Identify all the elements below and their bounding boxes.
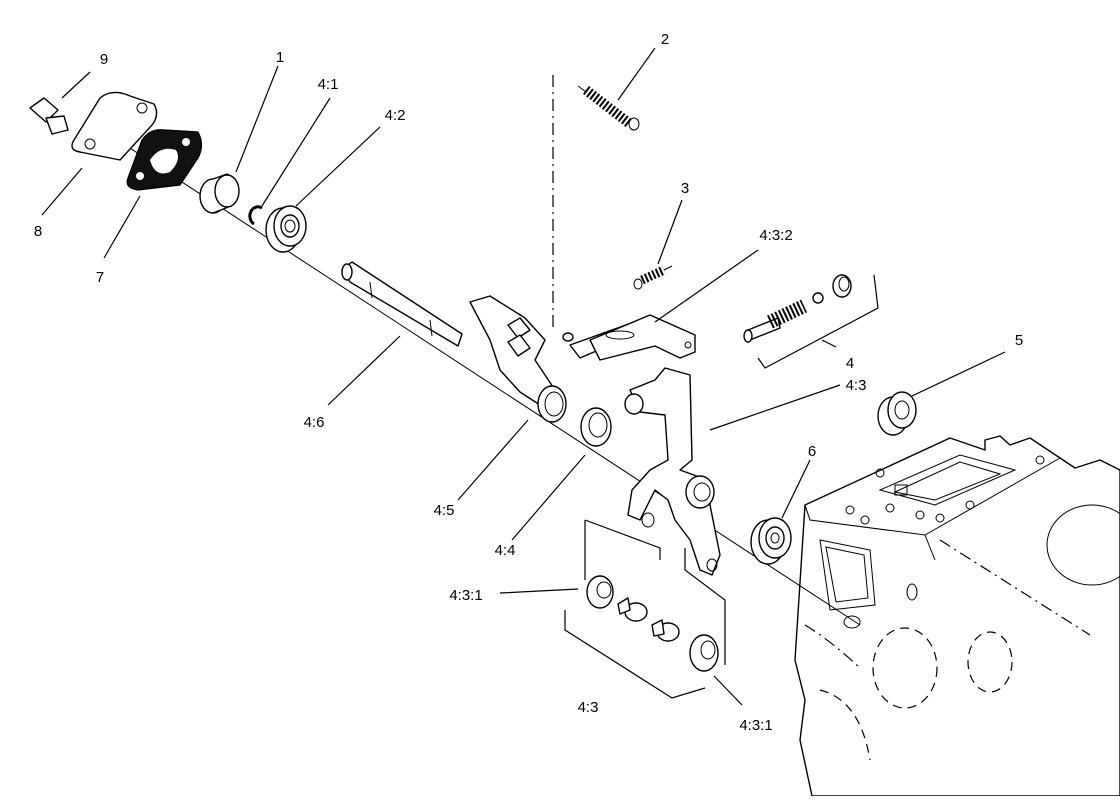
bushing [199, 173, 240, 214]
callout-4-1: 4:1 [318, 76, 339, 93]
callout-9: 9 [100, 51, 108, 68]
shaft [341, 261, 463, 347]
callout-4-3-lower: 4:3 [578, 699, 599, 716]
callout-4-6: 4:6 [304, 414, 325, 431]
callout-3: 3 [681, 180, 689, 197]
circlip [248, 205, 263, 226]
upper-lever [469, 295, 567, 423]
seal [877, 391, 917, 436]
callout-4-4: 4:4 [495, 542, 516, 559]
bearing-upper [265, 205, 307, 253]
cover-plate [71, 91, 158, 161]
callout-4-3-upper: 4:3 [846, 377, 867, 394]
leader-lines [41, 47, 1006, 706]
washer [580, 407, 612, 447]
spring-small [633, 265, 673, 290]
callout-6: 6 [808, 443, 816, 460]
callout-4: 4 [846, 355, 854, 372]
spring-large [577, 85, 640, 131]
callout-4-3-1-left: 4:3:1 [449, 587, 482, 604]
callout-4-5: 4:5 [434, 502, 455, 519]
engine-block [794, 435, 1120, 797]
link-plate [562, 314, 696, 361]
callout-4-2: 4:2 [385, 107, 406, 124]
callout-1: 1 [276, 49, 284, 66]
callout-4-3-1-right: 4:3:1 [739, 717, 772, 734]
callout-2: 2 [661, 31, 669, 48]
pin-assembly [743, 274, 852, 343]
shaft-axis-line [109, 134, 861, 626]
fork-lever [624, 367, 721, 576]
callout-8: 8 [34, 223, 42, 240]
gasket [126, 129, 203, 191]
callout-4-3-2: 4:3:2 [759, 227, 792, 244]
callout-7: 7 [96, 269, 104, 286]
bolt [29, 97, 69, 135]
bearing-lower [750, 517, 792, 565]
callout-5: 5 [1015, 332, 1023, 349]
lower-bushings-pins [586, 575, 861, 672]
